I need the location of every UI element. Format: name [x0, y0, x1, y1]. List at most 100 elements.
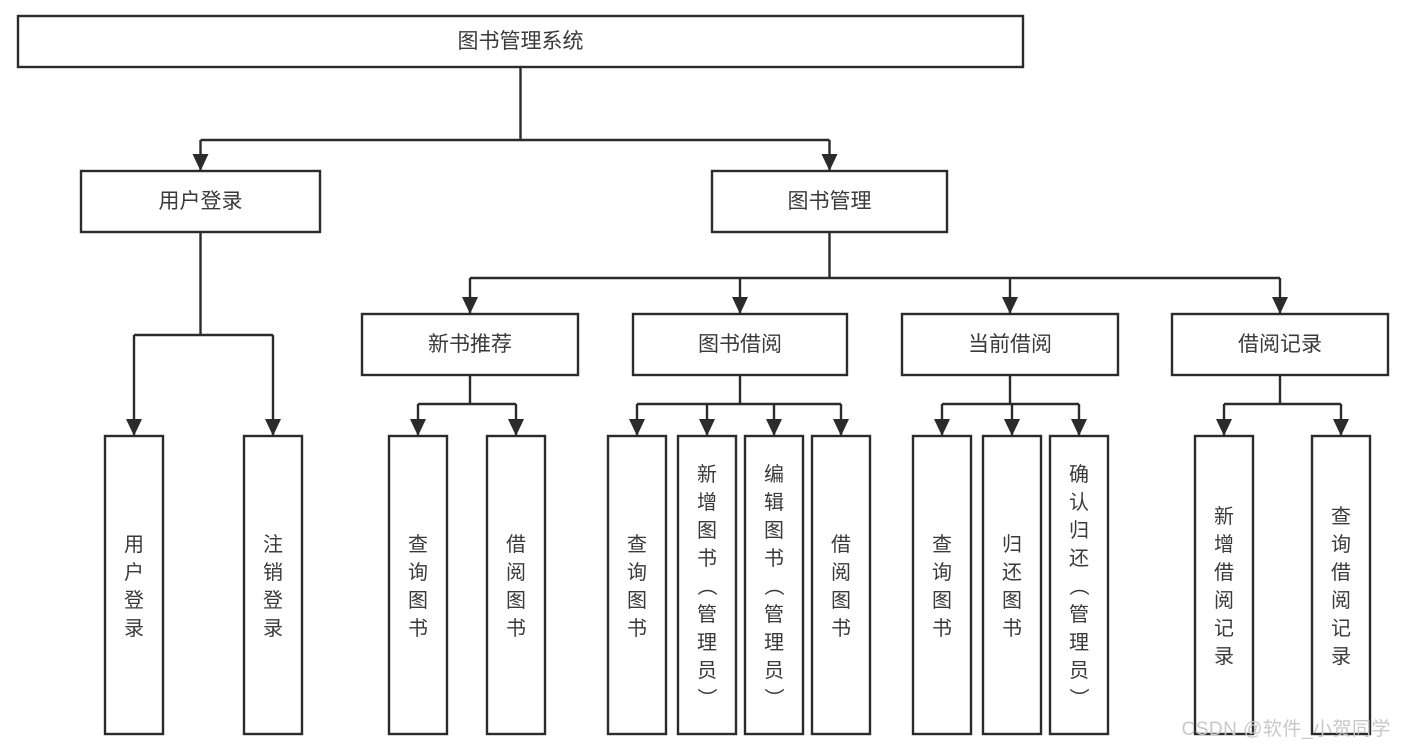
node-box[interactable]: [1170, 312, 1390, 377]
node-box[interactable]: [810, 434, 872, 736]
node-user-login[interactable]: 用户登录: [79, 169, 322, 234]
node-label-char: 书: [408, 617, 428, 640]
node-label-char: 查: [408, 533, 428, 556]
node-label-char: 查: [1331, 505, 1351, 528]
node-box[interactable]: [485, 434, 547, 736]
arrow-head-icon: [732, 297, 748, 314]
arrow-head-icon: [833, 419, 849, 436]
node-new-book-rec[interactable]: 新书推荐: [360, 312, 580, 377]
node-box[interactable]: [103, 434, 165, 736]
node-label-char: 图: [764, 520, 784, 542]
node-label-char: 员: [697, 660, 717, 682]
node-borrow-record[interactable]: 借阅记录: [1170, 312, 1390, 377]
node-label-char: 借: [1331, 561, 1351, 584]
node-label-char: 管: [697, 603, 717, 626]
node-label-char: 借: [1214, 561, 1234, 584]
node-label-char: 注: [263, 533, 283, 556]
node-label-char: 录: [1214, 646, 1234, 668]
node-box[interactable]: [981, 434, 1043, 736]
arrow-head-icon: [508, 419, 524, 436]
node-box[interactable]: [16, 14, 1025, 69]
node-label-char: （: [762, 576, 785, 596]
node-label-char: 还: [1002, 561, 1022, 584]
node-box[interactable]: [1048, 434, 1110, 736]
node-label-char: 图: [831, 590, 851, 612]
node-label-char: （: [695, 576, 718, 596]
node-label-char: （: [1067, 576, 1090, 596]
node-label-char: 增: [1214, 533, 1234, 556]
arrow-head-icon: [766, 419, 782, 436]
node-label-char: 书: [697, 547, 717, 570]
node-book-borrow[interactable]: 图书借阅: [631, 312, 849, 377]
arrow-head-icon: [462, 297, 478, 314]
arrow-head-icon: [265, 419, 281, 436]
node-label-char: 理: [1069, 632, 1089, 654]
node-label-char: 询: [932, 561, 952, 584]
node-box[interactable]: [79, 169, 322, 234]
node-box[interactable]: [387, 434, 449, 736]
node-label-char: 书: [932, 617, 952, 640]
node-label-char: 理: [764, 632, 784, 654]
node-label-char: 书: [506, 617, 526, 640]
node-label: 用户登录: [159, 190, 243, 213]
node-label-char: 理: [697, 632, 717, 654]
node-box[interactable]: [676, 434, 738, 736]
arrow-head-icon: [629, 419, 645, 436]
node-label-char: 员: [1069, 660, 1089, 682]
node-box[interactable]: [710, 169, 949, 234]
node-label-char: 书: [1002, 617, 1022, 640]
node-box[interactable]: [1310, 434, 1372, 736]
node-label-char: 借: [506, 533, 526, 556]
node-label-char: 销: [263, 561, 283, 584]
node-box[interactable]: [743, 434, 805, 736]
node-label: 图书管理系统: [458, 30, 584, 53]
node-label-char: 户: [124, 561, 144, 584]
node-book-manage[interactable]: 图书管理: [710, 169, 949, 234]
node-label-char: 确: [1069, 463, 1089, 486]
node-label-char: 书: [627, 617, 647, 640]
node-label-char: 登: [124, 589, 144, 612]
watermark-text: CSDN @软件_小贺同学: [1181, 719, 1391, 740]
node-label-char: 辑: [764, 491, 784, 514]
node-label: 图书管理: [788, 190, 872, 213]
node-layer: 图书管理系统用户登录图书管理新书推荐图书借阅当前借阅借阅记录用户登录注销登录查询…: [16, 14, 1390, 736]
arrow-head-icon: [1071, 419, 1087, 436]
arrow-head-icon: [1004, 419, 1020, 436]
node-box[interactable]: [606, 434, 668, 736]
node-label-char: 图: [627, 590, 647, 612]
node-box[interactable]: [911, 434, 973, 736]
node-box[interactable]: [900, 312, 1120, 377]
node-label-char: ）: [1067, 688, 1090, 708]
node-label-char: 阅: [1331, 589, 1351, 612]
node-root[interactable]: 图书管理系统: [16, 14, 1025, 69]
node-label-char: 新: [1214, 505, 1234, 528]
node-label-char: 阅: [1214, 589, 1234, 612]
node-label-char: 记: [1331, 617, 1351, 640]
node-label-char: 管: [764, 603, 784, 626]
node-current-borrow[interactable]: 当前借阅: [900, 312, 1120, 377]
node-label: 借阅记录: [1238, 333, 1322, 356]
node-box[interactable]: [631, 312, 849, 377]
node-label-char: 录: [124, 618, 144, 640]
node-label: 当前借阅: [968, 333, 1052, 356]
node-label-char: 归: [1002, 533, 1022, 556]
node-box[interactable]: [242, 434, 304, 736]
node-label-char: 编: [764, 463, 784, 486]
node-box[interactable]: [1193, 434, 1255, 736]
node-leaf-user-login[interactable]: 用户登录: [103, 434, 165, 736]
arrow-head-icon: [699, 419, 715, 436]
node-box[interactable]: [360, 312, 580, 377]
